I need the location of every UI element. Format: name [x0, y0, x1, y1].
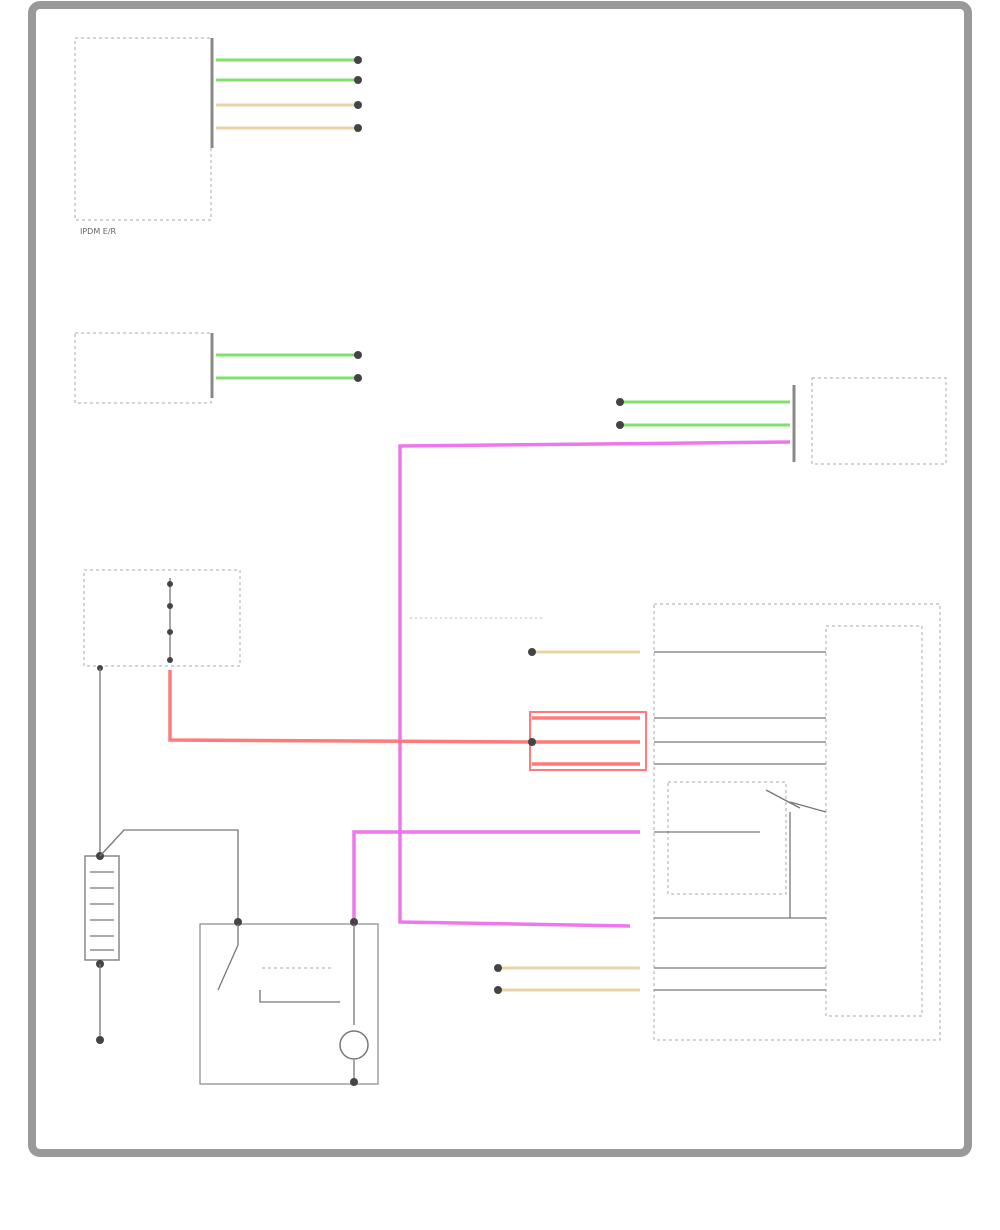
motor-icon: [339, 1030, 369, 1060]
battery: [84, 829, 239, 1044]
ipdm-module-box: [653, 603, 941, 1041]
fuse-block-box: [83, 569, 241, 667]
bsm-module-box: [74, 37, 212, 221]
ipdm-module: [410, 603, 941, 1041]
bsm-module: IPDM E/R: [74, 37, 362, 236]
sensor-module-box: [74, 332, 212, 404]
starter-box: [199, 923, 379, 1085]
starter-relay-box: [667, 781, 787, 895]
ipdm-inner-box: [825, 625, 923, 1017]
ecm-module-box: [811, 377, 947, 465]
starter-motor: [199, 918, 379, 1086]
diagram-border: [28, 1, 972, 1157]
magenta-wiring: [352, 440, 791, 928]
bsm-title: IPDM E/R: [80, 227, 117, 236]
ecm-module: [616, 377, 947, 465]
sensor-module: [74, 332, 362, 404]
red-wiring: [168, 670, 647, 771]
fuse-block: [83, 569, 241, 852]
